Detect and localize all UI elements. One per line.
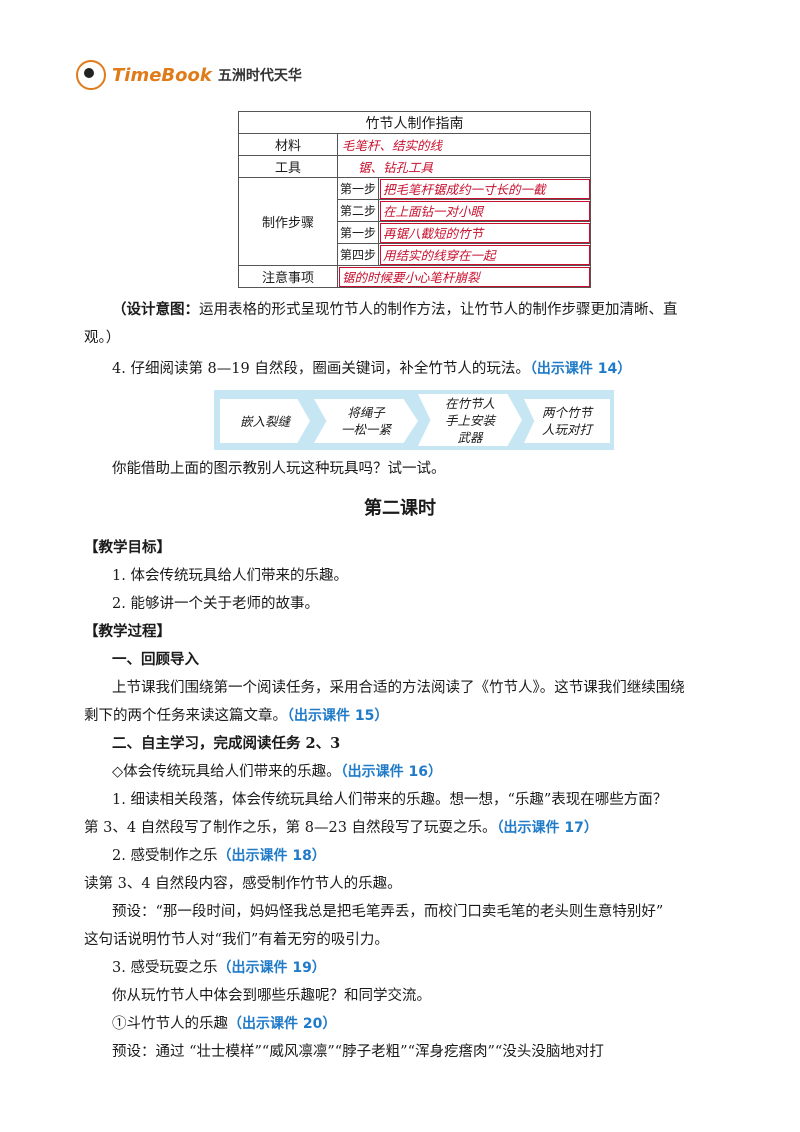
p1-ref: （出示课件 15）: [287, 708, 389, 724]
p1-line-b: 剩下的两个任务来读这篇文章。（出示课件 15）: [84, 708, 389, 724]
q3b-ref: （出示课件 20）: [228, 1016, 337, 1032]
goal-item-2: 2. 能够讲一个关于老师的故事。: [112, 596, 319, 612]
step-2-value: 在上面钻一对小眼: [378, 199, 591, 222]
diamond-ref: （出示课件 16）: [340, 764, 443, 780]
q3a-line: 你从玩竹节人中体会到哪些乐趣呢？和同学交流。: [112, 988, 431, 1004]
item4-line: 4. 仔细阅读第 8—19 自然段，圈画关键词，补全竹节人的玩法。（出示课件 1…: [112, 359, 631, 379]
item4-text: 4. 仔细阅读第 8—19 自然段，圈画关键词，补全竹节人的玩法。: [112, 361, 530, 377]
q2b-line: 预设：“那一段时间，妈妈怪我总是把毛笔弄丢，而校门口卖毛笔的老头则生意特别好”: [112, 904, 664, 920]
diamond-line: ◇体会传统玩具给人们带来的乐趣。（出示课件 16）: [112, 764, 443, 780]
step-3-label: 第一步: [337, 221, 379, 244]
q1b-line: 第 3、4 自然段写了制作之乐，第 8—23 自然段写了玩耍之乐。（出示课件 1…: [84, 820, 598, 836]
item4-ref: （出示课件 14）: [529, 361, 632, 377]
step-1-label: 第一步: [337, 177, 379, 200]
design-note-line1: （设计意图：运用表格的形式呈现竹节人的制作方法，让竹节人的制作步骤更加清晰、直: [112, 300, 678, 320]
flow-step-2: 将绳子一松一紧: [314, 399, 418, 443]
flow-step-4: 两个竹节人玩对打: [524, 399, 610, 443]
q2a-line: 读第 3、4 自然段内容，感受制作竹节人的乐趣。: [84, 876, 402, 892]
steps-label: 制作步骤: [238, 177, 338, 266]
question-line: 你能借助上面的图示教别人玩这种玩具吗？试一试。: [112, 461, 446, 477]
q1-line: 1. 细读相关段落，体会传统玩具给人们带来的乐趣。想一想，“乐趣”表现在哪些方面…: [112, 792, 668, 808]
process-heading: 【教学过程】: [84, 623, 171, 640]
logo-mark-icon: [76, 60, 106, 90]
goal-item-1: 1. 体会传统玩具给人们带来的乐趣。: [112, 568, 348, 584]
materials-label: 材料: [238, 133, 338, 156]
q3c-line: 预设：通过 “壮士模样”“威风凛凛”“脖子老粗”“浑身疙瘩肉”“没头没脑地对打: [112, 1044, 604, 1060]
step-2-label: 第二步: [337, 199, 379, 222]
step-3-value: 再锯八截短的竹节: [378, 221, 591, 244]
step-1-value: 把毛笔杆锯成约一寸长的一截: [378, 177, 591, 200]
tools-value: 锯、钻孔工具: [337, 155, 591, 178]
goals-heading: 【教学目标】: [84, 539, 171, 556]
design-note-prefix: （设计意图：: [112, 301, 199, 318]
p1-line-a: 上节课我们围绕第一个阅读任务，采用合适的方法阅读了《竹节人》。这节课我们继续围绕: [112, 680, 685, 696]
flow-step-1: 嵌入裂缝: [220, 399, 310, 443]
section-1-heading: 一、回顾导入: [112, 651, 199, 668]
design-note-line2: 观。）: [84, 330, 121, 346]
notes-value: 锯的时候要小心笔杆崩裂: [337, 265, 591, 288]
notes-label: 注意事项: [238, 265, 338, 288]
q3-line: 3. 感受玩耍之乐（出示课件 19）: [112, 960, 326, 976]
q1b-ref: （出示课件 17）: [496, 820, 598, 836]
section-2-heading: 二、自主学习，完成阅读任务 2、3: [112, 735, 341, 752]
materials-value: 毛笔杆、结实的线: [337, 133, 591, 156]
timebook-logo: TimeBook 五洲时代天华: [76, 60, 302, 90]
step-4-label: 第四步: [337, 243, 379, 266]
logo-cn-text: 五洲时代天华: [217, 68, 302, 84]
step-4-value: 用结实的线穿在一起: [378, 243, 591, 266]
q2-ref: （出示课件 18）: [217, 848, 326, 864]
bamboo-figure-guide-table: 竹节人制作指南 材料 毛笔杆、结实的线 工具 锯、钻孔工具 制作步骤 第一步 把…: [238, 111, 591, 288]
q2c-line: 这句话说明竹节人对“我们”有着无穷的吸引力。: [84, 932, 389, 948]
design-note-text1: 运用表格的形式呈现竹节人的制作方法，让竹节人的制作步骤更加清晰、直: [199, 302, 678, 318]
play-method-flow: 嵌入裂缝 将绳子一松一紧 在竹节人手上安装武器 两个竹节人玩对打: [214, 390, 614, 450]
logo-en-text: TimeBook: [112, 64, 212, 86]
flow-step-3: 在竹节人手上安装武器: [418, 394, 522, 446]
tools-label: 工具: [238, 155, 338, 178]
q3-ref: （出示课件 19）: [217, 960, 326, 976]
lesson2-title: 第二课时: [364, 498, 436, 519]
q2-line: 2. 感受制作之乐（出示课件 18）: [112, 848, 326, 864]
q3b-line: ①斗竹节人的乐趣（出示课件 20）: [112, 1016, 337, 1032]
table-title: 竹节人制作指南: [238, 111, 591, 134]
